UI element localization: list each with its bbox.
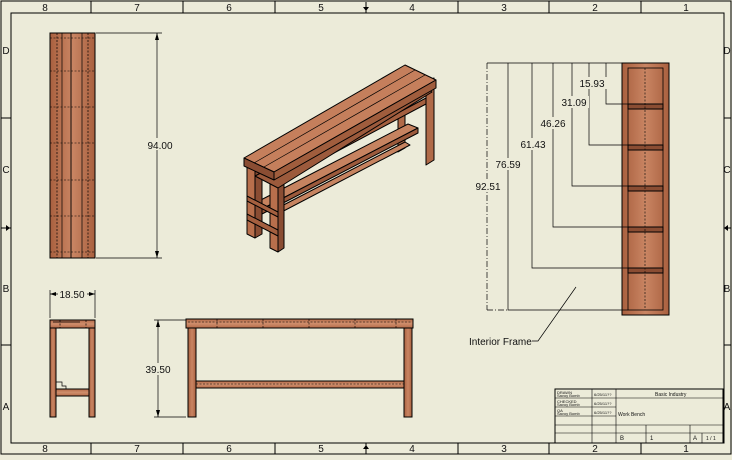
depth-dimension: 18.50 xyxy=(59,290,84,301)
side-view: 18.50 xyxy=(49,288,96,418)
zone-col-label: 1 xyxy=(683,3,689,14)
zone-col-label: 4 xyxy=(409,444,415,455)
offset-dimension: 92.51 xyxy=(475,182,500,193)
offset-dimension: 46.26 xyxy=(540,119,565,130)
front-view: 39.50 xyxy=(143,318,414,418)
zone-col-label: 2 xyxy=(592,3,598,14)
zone-col-label: 5 xyxy=(318,444,324,455)
zone-col-label: 5 xyxy=(318,3,324,14)
approved-label: QA xyxy=(557,408,563,413)
zone-col-label: 3 xyxy=(501,3,507,14)
zone-row-label: D xyxy=(2,46,9,57)
zone-row-label: A xyxy=(3,402,10,413)
zone-col-label: 8 xyxy=(42,3,48,14)
offset-dimension: 15.93 xyxy=(579,79,604,90)
zone-col-label: 7 xyxy=(134,3,140,14)
checked-date: 6/25/11?? xyxy=(594,401,612,406)
zone-col-label: 6 xyxy=(226,3,232,14)
zone-row-label: C xyxy=(2,165,9,176)
interior-frame-callout: Interior Frame xyxy=(469,337,532,348)
zone-row-label: A xyxy=(724,402,731,413)
drawn-date: 6/25/11?? xyxy=(594,392,612,397)
approved-by: Savoy Bomb xyxy=(557,411,580,416)
length-dimension: 94.00 xyxy=(147,141,172,152)
drawing-number: 1 xyxy=(650,436,654,442)
top-view: 94.00 xyxy=(49,32,174,259)
zone-row-label: B xyxy=(3,284,10,295)
checked-label: CHECKED xyxy=(557,399,577,404)
revision: A xyxy=(693,436,697,442)
company-name: Basic Industry xyxy=(655,392,687,398)
zone-col-label: 2 xyxy=(592,444,598,455)
zone-row-label: B xyxy=(724,284,731,295)
isometric-view xyxy=(243,64,437,253)
offset-dimension: 61.43 xyxy=(520,140,545,151)
offset-dimension: 31.09 xyxy=(561,98,586,109)
zone-col-label: 4 xyxy=(409,3,415,14)
zone-labels: 8 7 6 5 4 3 2 1 8 7 6 5 4 3 2 1 D C B A … xyxy=(2,3,730,455)
zone-col-label: 7 xyxy=(134,444,140,455)
approved-date: 6/25/11?? xyxy=(594,410,612,415)
zone-col-label: 8 xyxy=(42,444,48,455)
zone-col-label: 6 xyxy=(226,444,232,455)
height-dimension: 39.50 xyxy=(145,365,170,376)
zone-row-label: C xyxy=(723,165,730,176)
checked-by: Savoy Bomb xyxy=(557,402,580,407)
sheet-number: 1 / 1 xyxy=(706,436,716,442)
sheet-size: B xyxy=(620,436,624,442)
zone-col-label: 3 xyxy=(501,444,507,455)
drawing-title: Work Bench xyxy=(618,412,645,418)
zone-row-label: D xyxy=(723,46,730,57)
offset-dimension: 76.59 xyxy=(495,160,520,171)
interior-frame-view: 15.93 31.09 46.26 61.43 76.59 92.51 Inte… xyxy=(469,62,670,348)
drawn-label: DRAWN xyxy=(557,390,572,395)
drawn-by: Savoy Bomb xyxy=(557,393,580,398)
title-block: DRAWN Savoy Bomb 6/25/11?? CHECKED Savoy… xyxy=(554,388,724,444)
zone-col-label: 1 xyxy=(683,444,689,455)
